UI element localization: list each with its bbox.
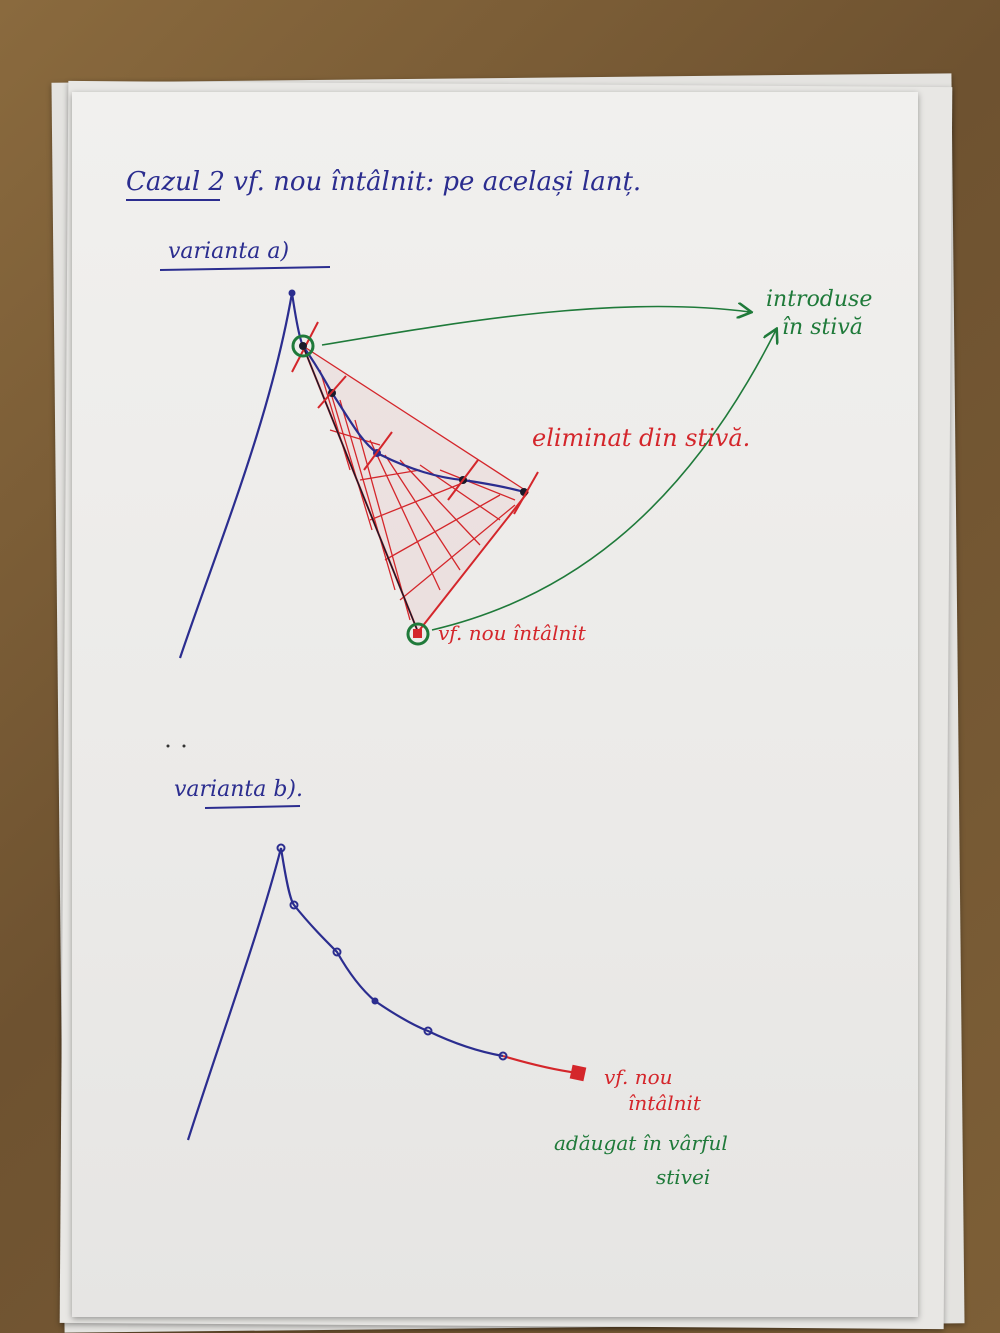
triangle-right-edge	[417, 491, 529, 633]
removed-x-marks	[291, 321, 539, 515]
chain-a-path	[178, 292, 525, 659]
page-title: Cazul 2 vf. nou întâlnit: pe același lan…	[126, 167, 641, 197]
new-vertex-b	[569, 1064, 587, 1082]
arrow-top-to-stack	[321, 306, 750, 346]
chain-b-path	[186, 847, 504, 1141]
arrow-new-to-stack	[431, 330, 776, 631]
stray-dot	[182, 744, 186, 748]
variant-b-underline	[204, 805, 301, 809]
variant-a-diagram: introduse în stivă eliminat din stivă. v…	[178, 287, 872, 659]
new-vertex-circle	[406, 622, 430, 646]
vertex-b-6	[498, 1051, 508, 1061]
variant-a-heading: varianta a)	[168, 239, 289, 264]
variant-b-diagram: vf. nou întâlnit adăugat în vârful stive…	[186, 843, 728, 1189]
pushed-vertex-circle	[291, 334, 315, 358]
label-pushed-line1: introduse	[766, 287, 872, 312]
label-pushed-line2: în stivă	[782, 315, 863, 340]
pushed-vertex-dot	[299, 342, 307, 350]
variant-b-heading: varianta b).	[174, 777, 303, 802]
new-vertex-dot	[413, 629, 422, 638]
new-edge-b	[502, 1054, 579, 1075]
removed-region-hatching	[301, 344, 529, 634]
label-new-vertex-b-line1: vf. nou	[604, 1065, 673, 1089]
label-removed: eliminat din stivă.	[532, 424, 750, 452]
stray-dot	[166, 744, 170, 748]
label-added-line1: adăugat în vârful	[554, 1131, 728, 1155]
chord-line	[302, 345, 419, 633]
vertex-b-3	[332, 947, 342, 957]
vertex-b-5	[423, 1026, 433, 1036]
vertex-b-2	[289, 900, 299, 910]
paper-sheet-front	[72, 92, 918, 1317]
vertex-top-a	[288, 289, 296, 297]
vertex-b-4	[371, 997, 379, 1005]
label-new-vertex-a: vf. nou întâlnit	[438, 621, 587, 645]
vertex-top-b	[276, 843, 286, 853]
variant-a-underline	[159, 266, 331, 271]
label-added-line2: stivei	[656, 1165, 710, 1189]
label-new-vertex-b-line2: întâlnit	[628, 1091, 702, 1115]
